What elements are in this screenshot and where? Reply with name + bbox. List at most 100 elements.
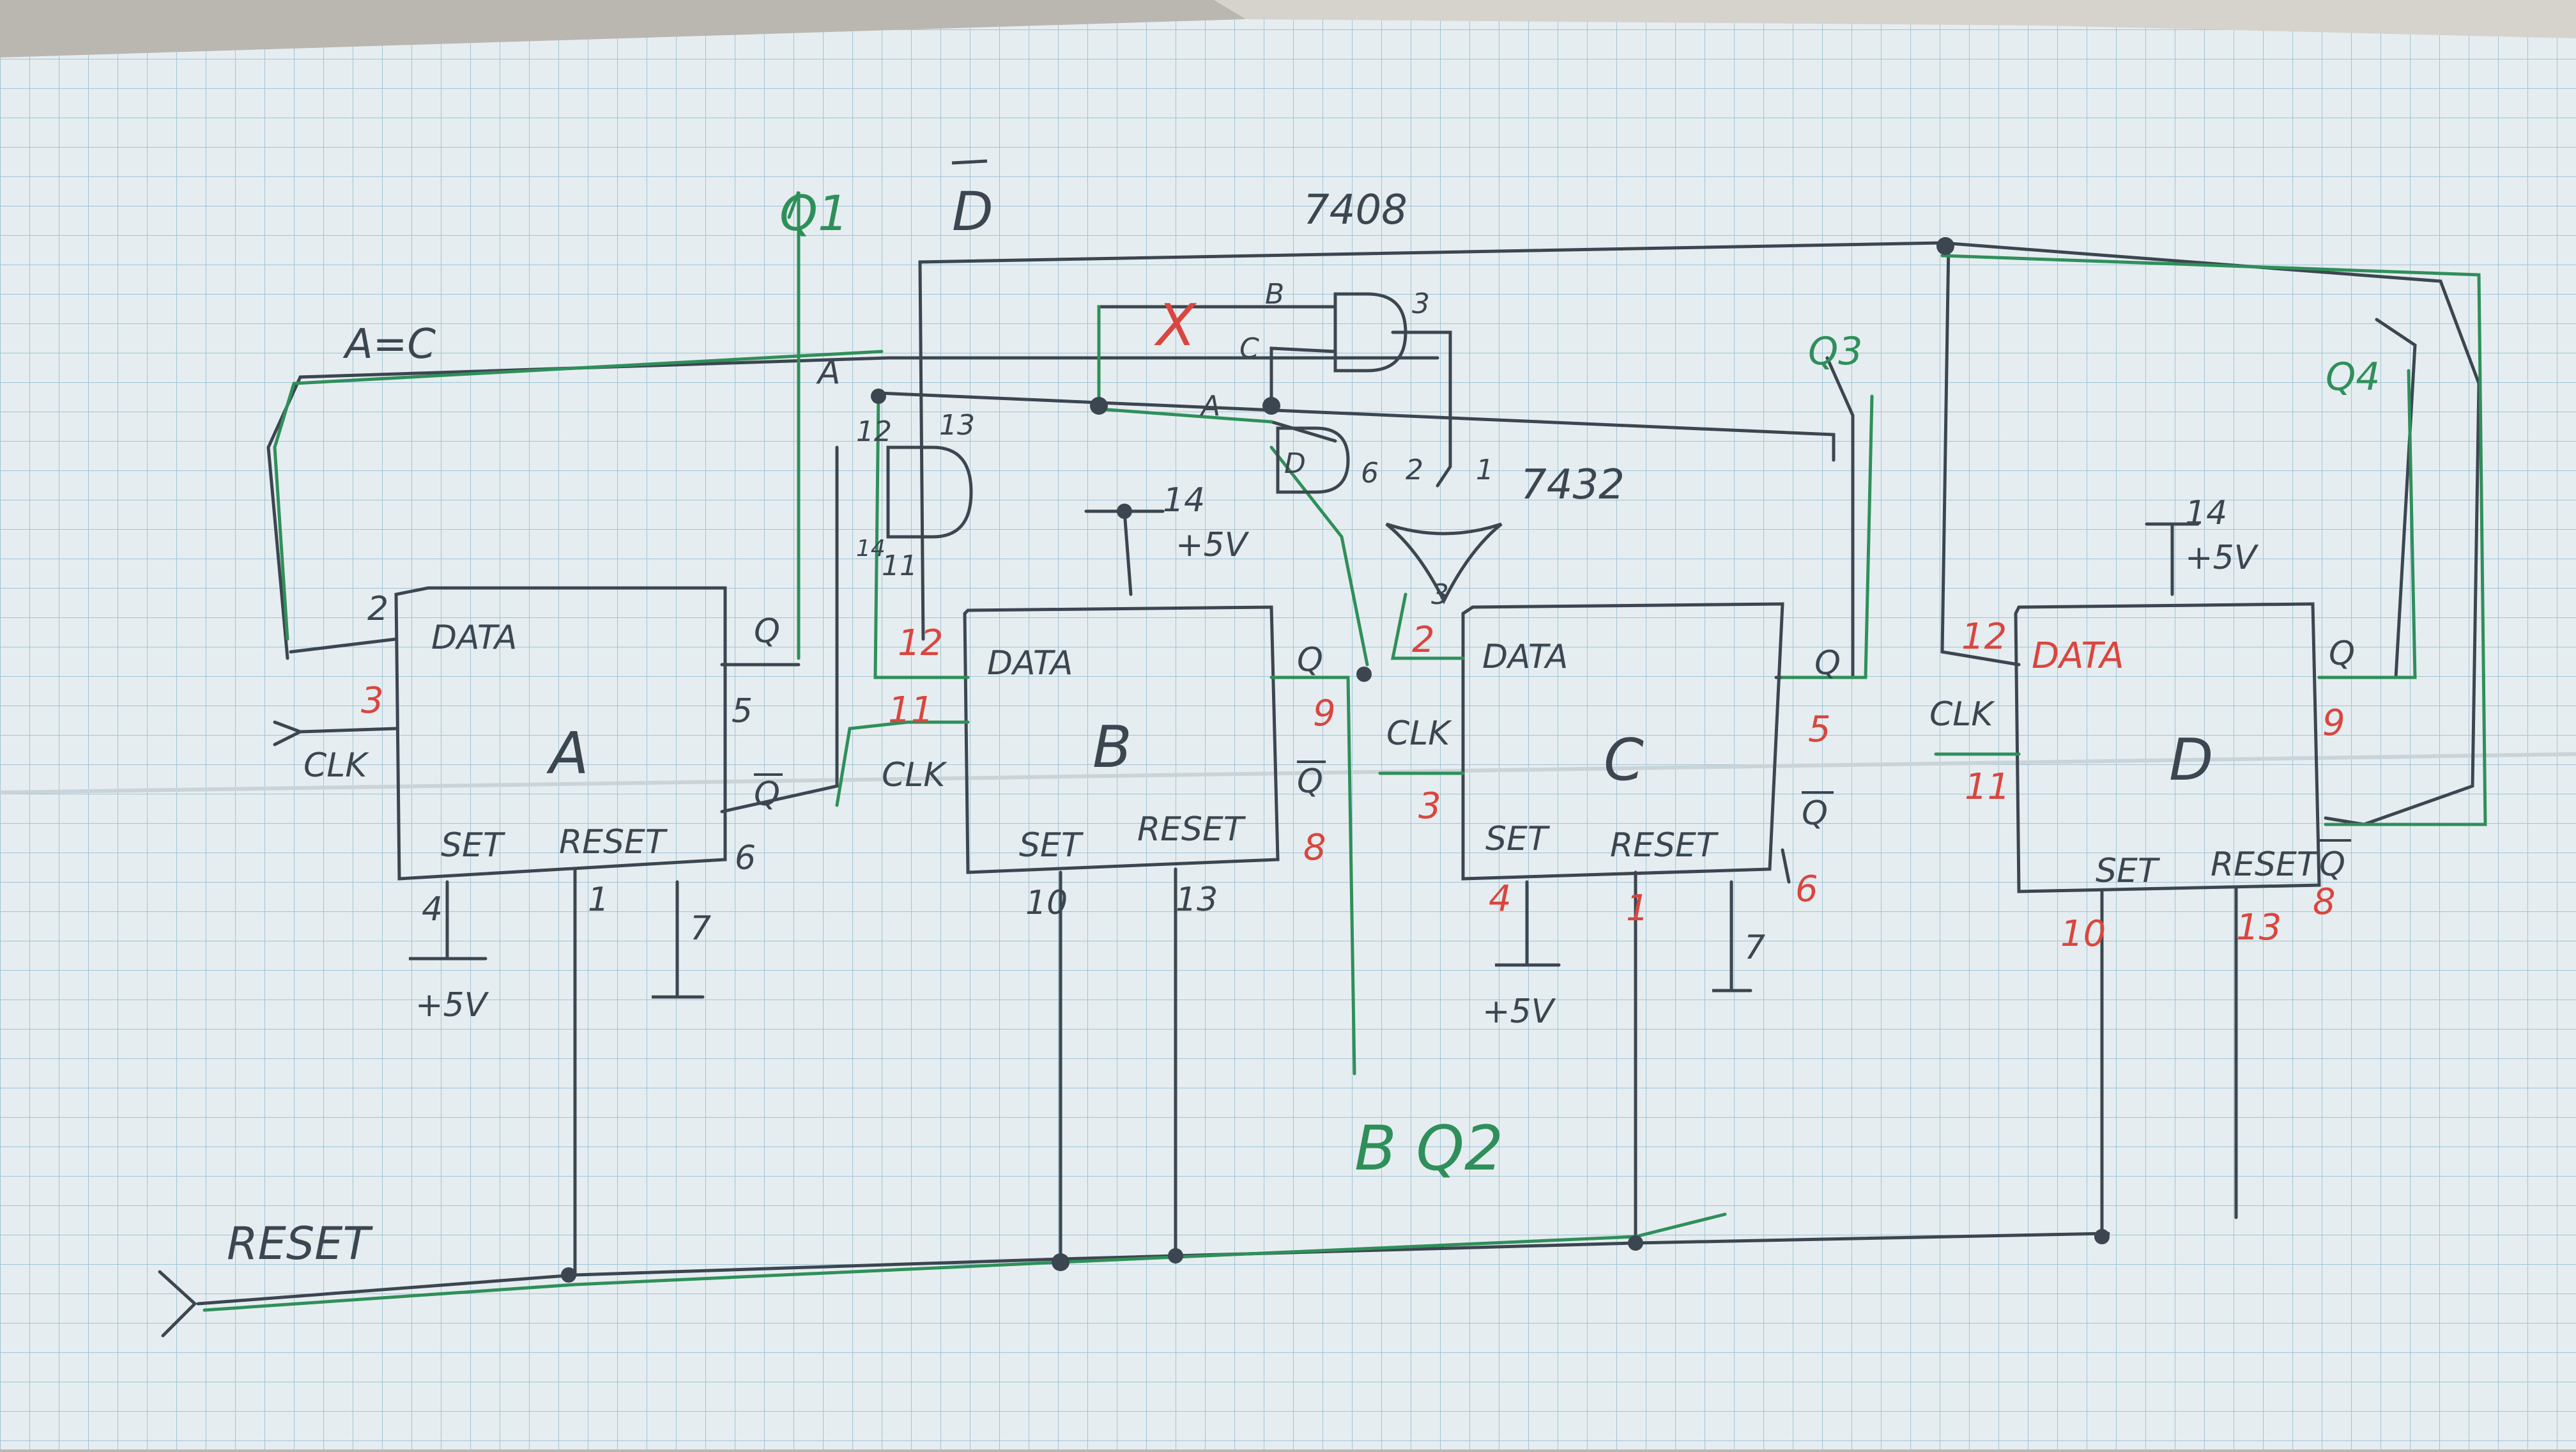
gate-c-wire bbox=[1269, 346, 1337, 411]
q3-wire-green bbox=[1781, 394, 1874, 679]
gate-pin-14: 14 bbox=[856, 536, 885, 562]
ff-a-qbar: Q bbox=[754, 775, 780, 814]
b-vcc-pin: 14 bbox=[1163, 481, 1205, 520]
ff-b-clk: CLK bbox=[882, 756, 947, 794]
gate-mid-in bbox=[1269, 420, 1337, 443]
junction-dot bbox=[1052, 1253, 1070, 1271]
a-gnd bbox=[652, 880, 705, 999]
ff-a-reset: RESET bbox=[559, 823, 668, 861]
or-gate bbox=[1385, 522, 1503, 605]
ff-c-set-supply: +5V bbox=[1482, 992, 1556, 1031]
vcc-b-line bbox=[1123, 509, 1133, 596]
b-q2-wire bbox=[1269, 676, 1356, 1076]
ff-a-pin-set: 4 bbox=[422, 890, 443, 929]
chip-7432-label: 7432 bbox=[1521, 461, 1625, 509]
ff-a-pin-qbar: 6 bbox=[735, 839, 756, 877]
junction-dot bbox=[1262, 397, 1280, 415]
ff-a-pin-q: 5 bbox=[732, 692, 753, 730]
a-bus-wire bbox=[877, 391, 1836, 462]
green-labels: Q1 Q3 Q4 B Q2 bbox=[779, 185, 2380, 1184]
chip-7408-label: 7408 bbox=[1303, 187, 1407, 234]
ff-a-name: A bbox=[546, 720, 589, 787]
ff-d-vcc-volts: +5V bbox=[2185, 539, 2259, 577]
ff-b-pin-qbar: 8 bbox=[1303, 827, 1326, 869]
ff-b-set: SET bbox=[1019, 826, 1084, 865]
and-gate-top bbox=[1333, 292, 1407, 373]
ff-d-qbar: Q bbox=[2319, 846, 2345, 884]
c-data-wire-green bbox=[1390, 592, 1465, 660]
flipflop-boxes bbox=[394, 586, 2321, 893]
a-clk-line bbox=[273, 720, 398, 746]
reset-input-arrow bbox=[158, 1270, 197, 1338]
a-qbar-line bbox=[720, 445, 839, 814]
junction-dot bbox=[561, 1267, 576, 1283]
ff-b-pin-clk: 11 bbox=[888, 690, 933, 731]
paper-underneath bbox=[1214, 0, 2576, 38]
q1-wire bbox=[787, 191, 801, 660]
gate-pin-11: 11 bbox=[882, 550, 917, 582]
c-qbar-pin bbox=[1781, 848, 1791, 884]
b-vcc-volts: +5V bbox=[1176, 526, 1250, 564]
ff-d-pin-qbar: 8 bbox=[2313, 881, 2336, 923]
gate-pin-b: B bbox=[1265, 278, 1284, 311]
and-gate-left bbox=[886, 445, 973, 539]
gate-pin-3: 3 bbox=[1412, 288, 1430, 320]
junction-dot bbox=[1090, 397, 1108, 415]
a-bar-label: A bbox=[816, 353, 841, 392]
d-vcc bbox=[2145, 522, 2200, 596]
ff-a-pin-gnd: 7 bbox=[690, 909, 711, 948]
paper-fold bbox=[0, 752, 2576, 794]
ff-c-qbar: Q bbox=[1802, 794, 1828, 833]
a-c-loop-green bbox=[273, 350, 884, 641]
ff-a-data: DATA bbox=[431, 619, 517, 657]
ff-c-name: C bbox=[1604, 727, 1644, 794]
ff-b-pin-set: 10 bbox=[1025, 884, 1068, 922]
q4-wire-green bbox=[2317, 369, 2417, 679]
ff-d-reset: RESET bbox=[2211, 846, 2320, 884]
junction-dot bbox=[1628, 1235, 1643, 1251]
ff-c-pin-data: 2 bbox=[1412, 619, 1435, 661]
gate-pin-6: 6 bbox=[1361, 457, 1379, 490]
junction-dot bbox=[1168, 1248, 1183, 1263]
ff-d-vcc-pin: 14 bbox=[2185, 494, 2227, 532]
flipflop-b-box bbox=[963, 605, 1280, 874]
flipflop-c-box bbox=[1461, 602, 1784, 881]
logic-gates bbox=[886, 292, 1503, 605]
d-bar-overline bbox=[951, 159, 988, 165]
gate-pin-or-3: 3 bbox=[1431, 578, 1449, 611]
gate-pin-or-1: 1 bbox=[1476, 454, 1494, 486]
ff-d-data: DATA bbox=[2032, 635, 2124, 677]
gate-pin-12: 12 bbox=[856, 415, 892, 448]
flipflop-b: DATA CLK B SET RESET Q Q 10 13 bbox=[882, 641, 1323, 922]
ff-a-pin-data: 2 bbox=[367, 590, 388, 628]
ff-b-reset: RESET bbox=[1137, 810, 1246, 849]
ff-b-qbar: Q bbox=[1297, 762, 1323, 801]
junction-dot bbox=[1117, 504, 1132, 519]
flipflop-c-red-pins: 2 3 5 6 4 1 bbox=[1412, 619, 1831, 929]
ff-d-pin-data: 12 bbox=[1961, 616, 2007, 658]
d-bar-label: D bbox=[952, 180, 993, 243]
ff-b-pin-reset: 13 bbox=[1176, 881, 1218, 919]
flipflop-c: DATA CLK C SET RESET Q Q 7 +5V bbox=[1386, 638, 1841, 1031]
junction-dot bbox=[2094, 1229, 2110, 1244]
junction-dot bbox=[871, 389, 886, 404]
flipflop-d: CLK D SET RESET Q Q 14 +5V bbox=[1929, 494, 2355, 890]
gate-pin-13: 13 bbox=[939, 409, 975, 442]
a-c-loop bbox=[266, 356, 1439, 660]
ff-a-set: SET bbox=[441, 826, 506, 865]
ff-b-q: Q bbox=[1297, 641, 1323, 679]
flipflop-a: DATA CLK A SET RESET Q Q 2 5 6 4 1 7 +5V bbox=[303, 590, 780, 1024]
ff-b-name: B bbox=[1092, 714, 1132, 781]
gate-top-output bbox=[1391, 330, 1452, 488]
flipflop-d-box bbox=[2014, 602, 2321, 893]
ff-c-q: Q bbox=[1814, 644, 1841, 683]
ff-b-data: DATA bbox=[987, 644, 1073, 683]
a-set-supply bbox=[409, 880, 487, 961]
ff-d-set: SET bbox=[2096, 852, 2161, 890]
flipflop-a-box bbox=[394, 586, 727, 881]
c-set-supply bbox=[1495, 880, 1561, 967]
ff-c-clk: CLK bbox=[1386, 714, 1452, 753]
